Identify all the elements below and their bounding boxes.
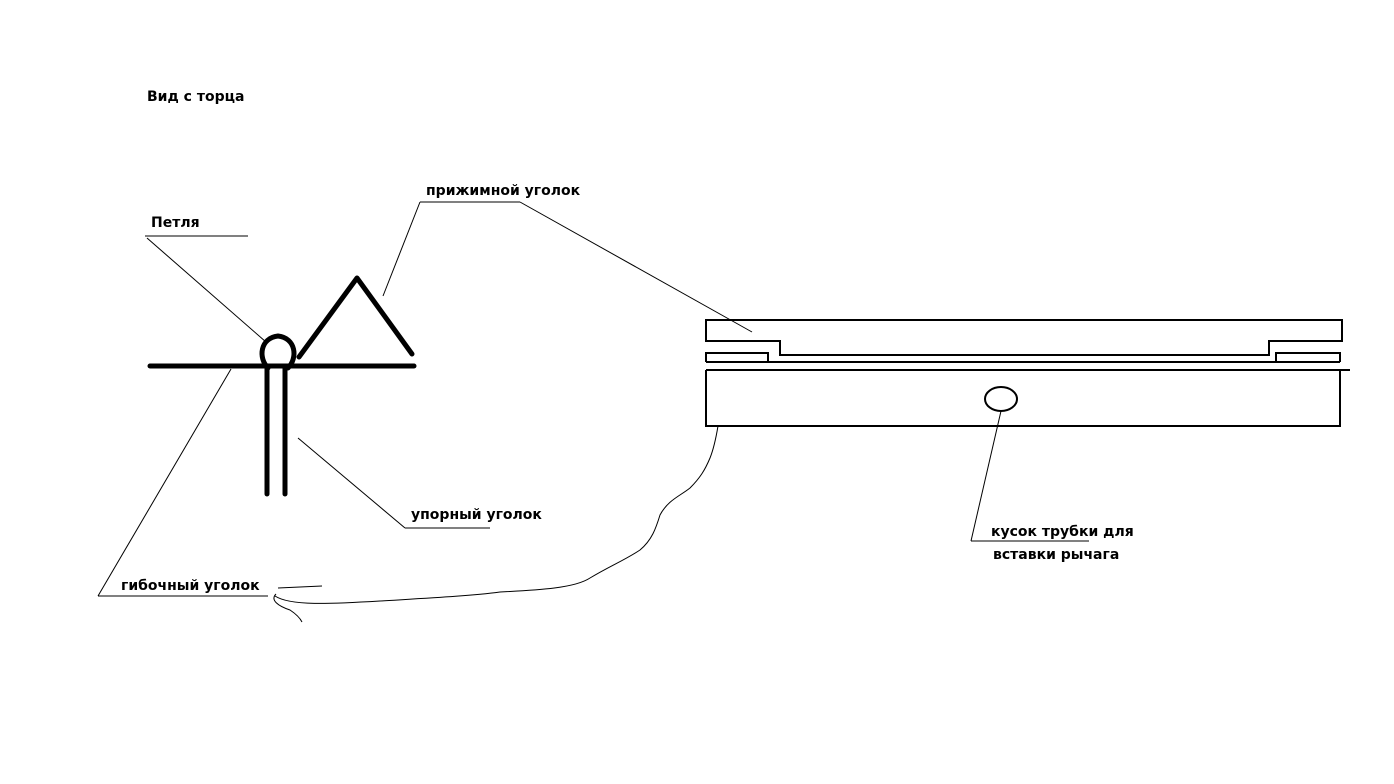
bending-bar <box>705 370 1341 427</box>
label-hinge: Петля <box>151 215 200 231</box>
end-block-left <box>705 352 769 362</box>
clamp-angle-leader-left <box>382 201 421 297</box>
scribble-mark <box>273 585 323 623</box>
hinge-callout: Петля <box>145 215 267 343</box>
end-block-right <box>1275 352 1341 362</box>
label-tube-line1: кусок трубки для <box>991 524 1134 540</box>
clamp-plate <box>705 319 1343 356</box>
title-end-view: Вид с торца <box>147 89 244 105</box>
clamp-angle-shape <box>296 275 415 360</box>
side-view-section <box>705 319 1350 427</box>
hinge-loop <box>259 333 297 371</box>
bending-angle-callout: гибочный уголок <box>97 368 719 623</box>
label-clamp-angle: прижимной уголок <box>426 183 581 199</box>
label-tube-line2: вставки рычага <box>993 547 1119 563</box>
tube-leader <box>970 410 1002 542</box>
hinge-leader <box>146 237 267 343</box>
tube-hole <box>984 386 1018 412</box>
clamp-angle-leader-right <box>519 201 753 333</box>
label-stop-angle: упорный уголок <box>411 507 542 523</box>
bending-angle-long-leader <box>274 425 719 604</box>
stop-angle-leader <box>297 437 406 529</box>
stop-angle-callout: упорный уголок <box>297 437 542 529</box>
label-bending-angle: гибочный уголок <box>121 578 260 594</box>
bending-angle-leader <box>97 368 232 597</box>
end-view-section <box>147 275 417 497</box>
clamp-angle-callout: прижимной уголок <box>382 183 753 333</box>
tube-callout: кусок трубки для вставки рычага <box>970 410 1134 563</box>
